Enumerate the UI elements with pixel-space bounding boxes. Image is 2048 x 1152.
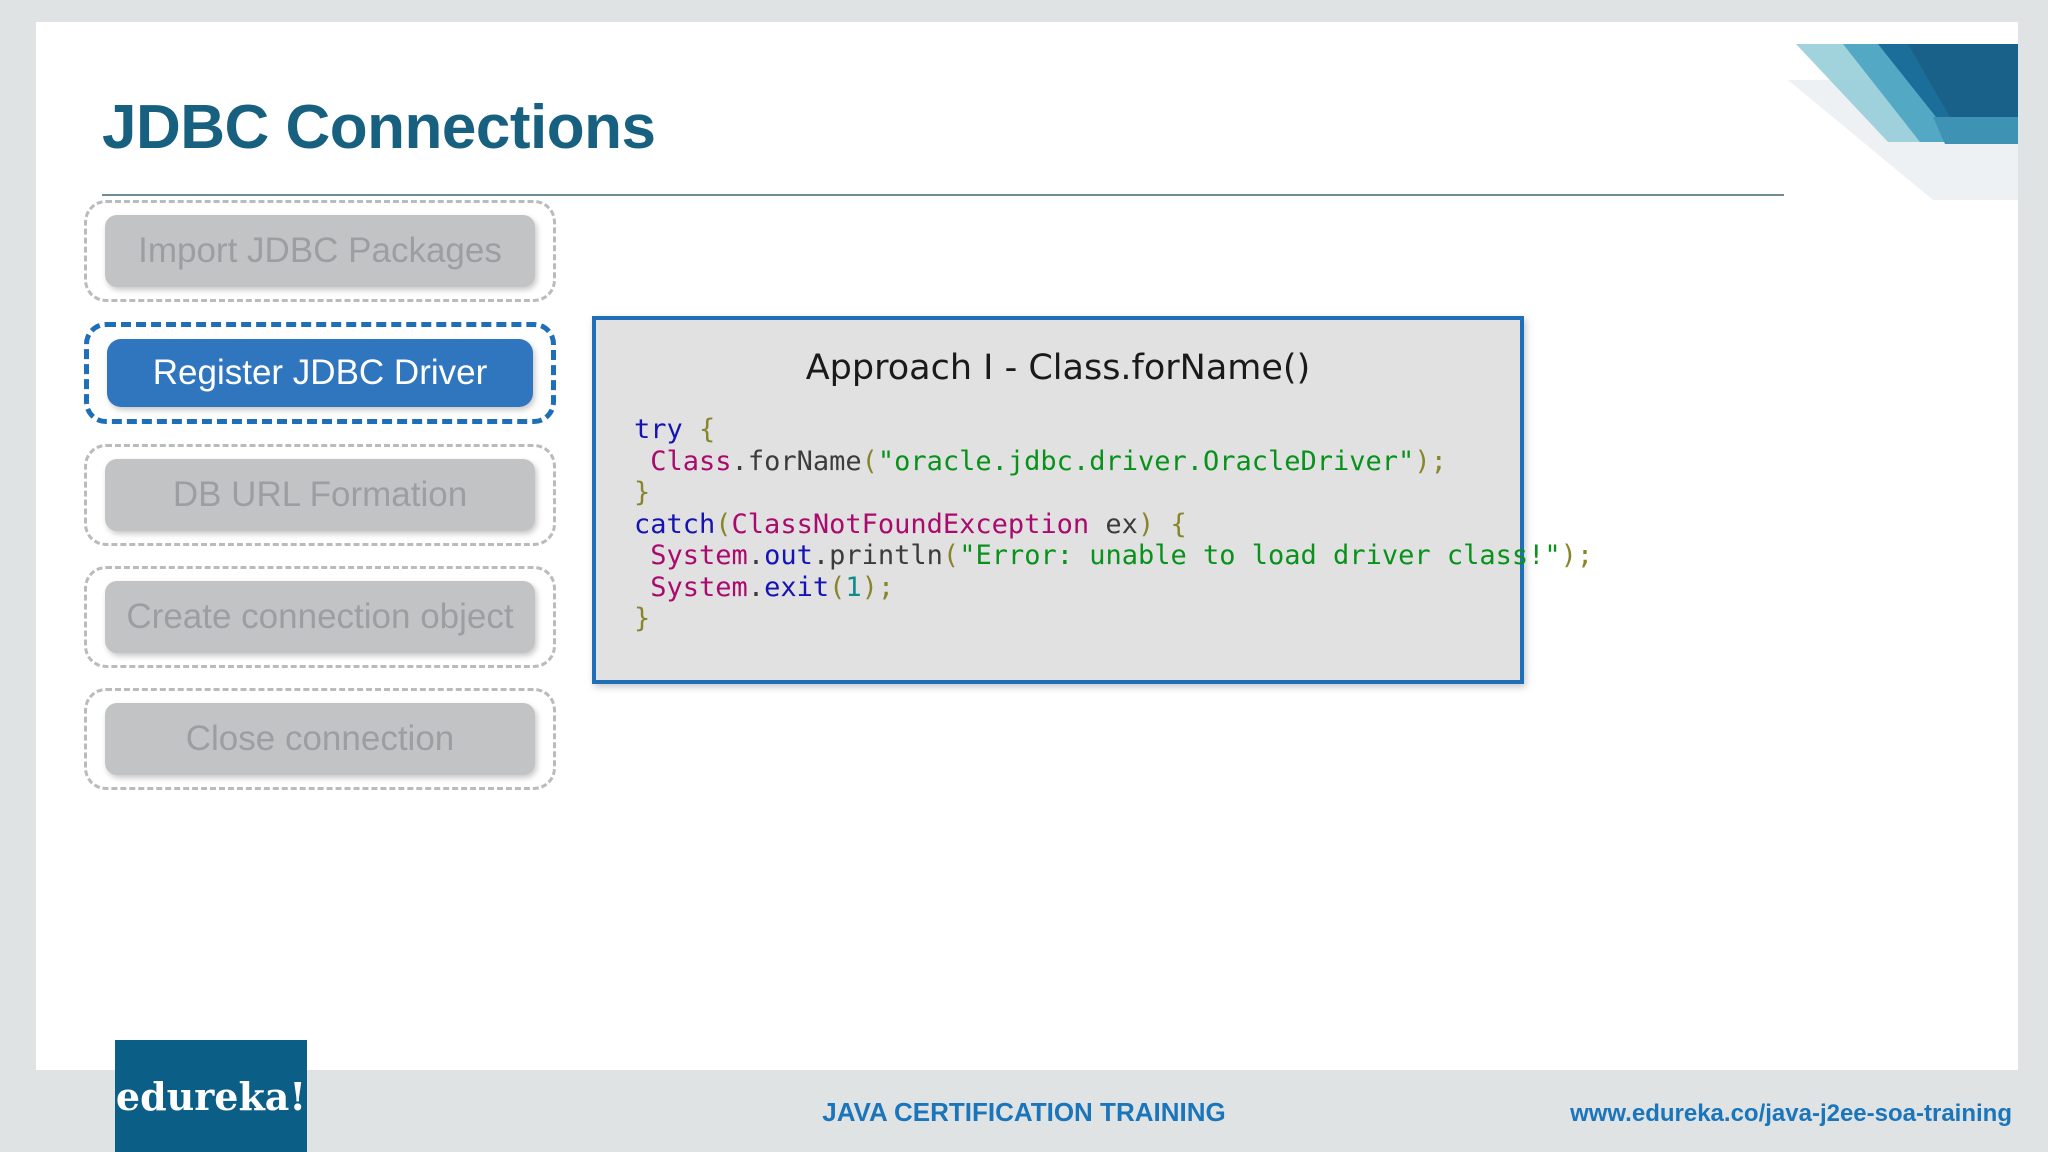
code-token: ; bbox=[1576, 540, 1594, 572]
code-token: 1 bbox=[845, 571, 862, 603]
code-token: . bbox=[747, 571, 765, 603]
step-label: Create connection object bbox=[105, 581, 535, 653]
code-token: out bbox=[764, 540, 813, 572]
corner-decoration-graphic bbox=[1748, 22, 2018, 202]
code-block: try { Class.forName("oracle.jdbc.driver.… bbox=[634, 414, 1593, 635]
step-item-close-connection[interactable]: Close connection bbox=[84, 688, 556, 790]
code-token: { bbox=[1170, 508, 1187, 540]
step-item-import-jdbc-packages[interactable]: Import JDBC Packages bbox=[84, 200, 556, 302]
step-label: Import JDBC Packages bbox=[105, 215, 535, 287]
title-divider bbox=[102, 194, 1784, 196]
code-token: ) bbox=[1560, 540, 1577, 572]
code-token: forName bbox=[747, 445, 862, 477]
step-label: DB URL Formation bbox=[105, 459, 535, 531]
code-token: ( bbox=[715, 508, 732, 540]
code-token: ; bbox=[1430, 445, 1447, 477]
code-token: "oracle.jdbc.driver.OracleDriver" bbox=[877, 445, 1415, 477]
code-token: ( bbox=[942, 540, 960, 572]
step-item-create-connection-object[interactable]: Create connection object bbox=[84, 566, 556, 668]
code-token: { bbox=[699, 414, 716, 445]
code-token: } bbox=[634, 603, 651, 635]
code-token bbox=[634, 540, 650, 571]
edureka-logo: edureka! bbox=[115, 1040, 307, 1152]
code-token: Class bbox=[650, 445, 732, 477]
code-token: ( bbox=[861, 445, 878, 477]
code-token: ClassNotFoundException bbox=[731, 508, 1090, 540]
code-token: . bbox=[812, 540, 830, 572]
code-token: System bbox=[650, 540, 748, 572]
code-token: System bbox=[650, 571, 748, 603]
code-token: catch bbox=[634, 508, 716, 540]
code-token: try bbox=[634, 414, 683, 445]
page-title: JDBC Connections bbox=[102, 93, 656, 162]
footer-url-link[interactable]: www.edureka.co/java-j2ee-soa-training bbox=[1570, 1100, 2012, 1127]
code-token: . bbox=[747, 540, 765, 572]
code-token: "Error: unable to load driver class!" bbox=[959, 540, 1561, 572]
code-token: ; bbox=[877, 571, 895, 603]
code-token: ) bbox=[861, 571, 878, 603]
code-panel-heading: Approach I - Class.forName() bbox=[805, 348, 1311, 388]
code-token: ) bbox=[1137, 508, 1155, 540]
steps-list: Import JDBC Packages Register JDBC Drive… bbox=[84, 200, 556, 810]
edureka-logo-text: edureka! bbox=[115, 1073, 307, 1119]
code-panel: Approach I - Class.forName() try { Class… bbox=[592, 316, 1593, 684]
code-token bbox=[634, 446, 650, 477]
code-token bbox=[1154, 509, 1170, 540]
footer-course-label: JAVA CERTIFICATION TRAINING bbox=[822, 1097, 1226, 1127]
step-label: Register JDBC Driver bbox=[107, 339, 533, 407]
code-token: . bbox=[731, 445, 748, 477]
footer-bar: JAVA CERTIFICATION TRAINING www.edureka.… bbox=[0, 1070, 2048, 1152]
step-item-register-jdbc-driver[interactable]: Register JDBC Driver bbox=[84, 322, 556, 424]
code-token bbox=[683, 414, 699, 445]
step-label: Close connection bbox=[105, 703, 535, 775]
code-token: println bbox=[829, 540, 943, 572]
step-item-db-url-formation[interactable]: DB URL Formation bbox=[84, 444, 556, 546]
code-token: ex bbox=[1089, 508, 1138, 540]
code-token: ) bbox=[1414, 445, 1431, 477]
code-token: ( bbox=[829, 571, 846, 603]
code-token: exit bbox=[764, 571, 830, 603]
code-token: } bbox=[634, 477, 651, 509]
slide-content-card: JDBC Connections Import JDBC Packages Re… bbox=[36, 22, 2018, 1082]
code-token bbox=[634, 572, 650, 603]
